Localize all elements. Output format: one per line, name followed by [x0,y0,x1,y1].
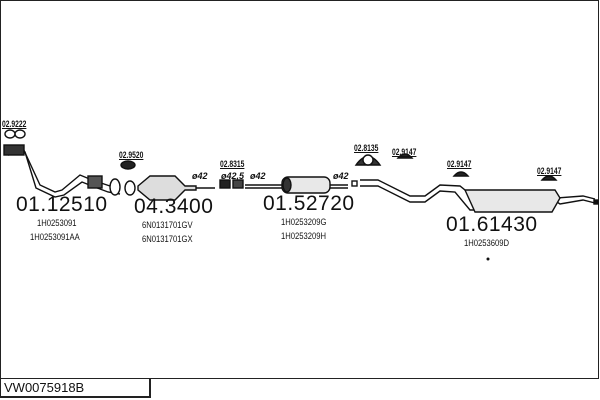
diagram-code-box: VW0075918B [0,378,151,398]
accessory-tag: 02.8315 [220,159,245,169]
flange-icon [109,178,121,196]
diameter-label: ø42 [333,171,349,181]
part-reference: 1H0253091 [37,218,77,228]
part-number: 01.12510 [16,193,108,216]
part-reference: 1H0253609D [464,238,510,248]
diagram-code: VW0075918B [4,380,85,395]
gasket-02-9222-icon [4,129,26,139]
accessory-tag: 02.9520 [119,150,144,160]
part-reference: 1H0253209H [281,231,327,241]
rear-muffler-drawing [351,179,599,213]
clamp-02-8315-icon [219,179,244,189]
part-reference: 1H0253209G [281,217,327,227]
accessory-tag: 02.9147 [392,147,417,157]
accessory-tag: 02.9147 [447,159,472,169]
diameter-label: ø42,5 [221,171,245,181]
part-reference: 6N0131701GV [142,220,193,230]
part-reference: 1H0253091AA [30,232,80,242]
part-reference: 6N0131701GX [142,234,193,244]
front-pipe-drawing [3,144,121,198]
diagram-frame [0,0,599,379]
accessory-tag: 02.9222 [2,119,27,129]
dot-mark [486,257,490,261]
accessory-tag: 02.8135 [354,143,379,153]
diameter-label: ø42 [192,171,208,181]
middle-muffler-drawing [245,176,348,194]
catalyst-drawing [137,175,215,201]
flange-icon [124,180,136,196]
part-number: 01.61430 [446,213,538,236]
gasket-02-9520-icon [120,160,136,170]
part-number: 04.3400 [134,195,214,218]
accessory-tag: 02.9147 [537,166,562,176]
hanger-icon [396,153,558,181]
hanger-02-8135-icon [354,154,382,166]
diameter-label: ø42 [250,171,266,181]
part-number: 01.52720 [263,192,355,215]
